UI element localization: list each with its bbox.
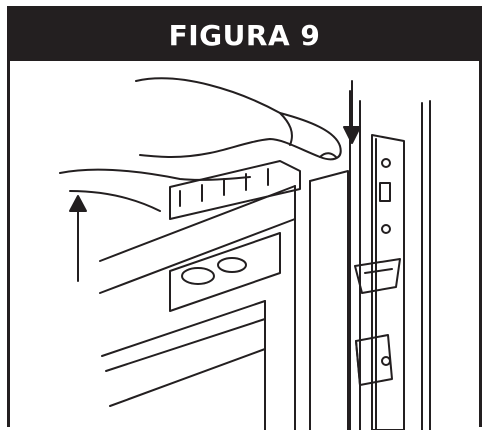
figure-header: FIGURA 9 bbox=[10, 9, 479, 61]
figure-title: FIGURA 9 bbox=[168, 18, 321, 52]
hand-lifting-panel-illustration-icon bbox=[59, 77, 431, 430]
figure-frame: FIGURA 9 bbox=[7, 6, 482, 430]
illustration bbox=[10, 61, 479, 430]
